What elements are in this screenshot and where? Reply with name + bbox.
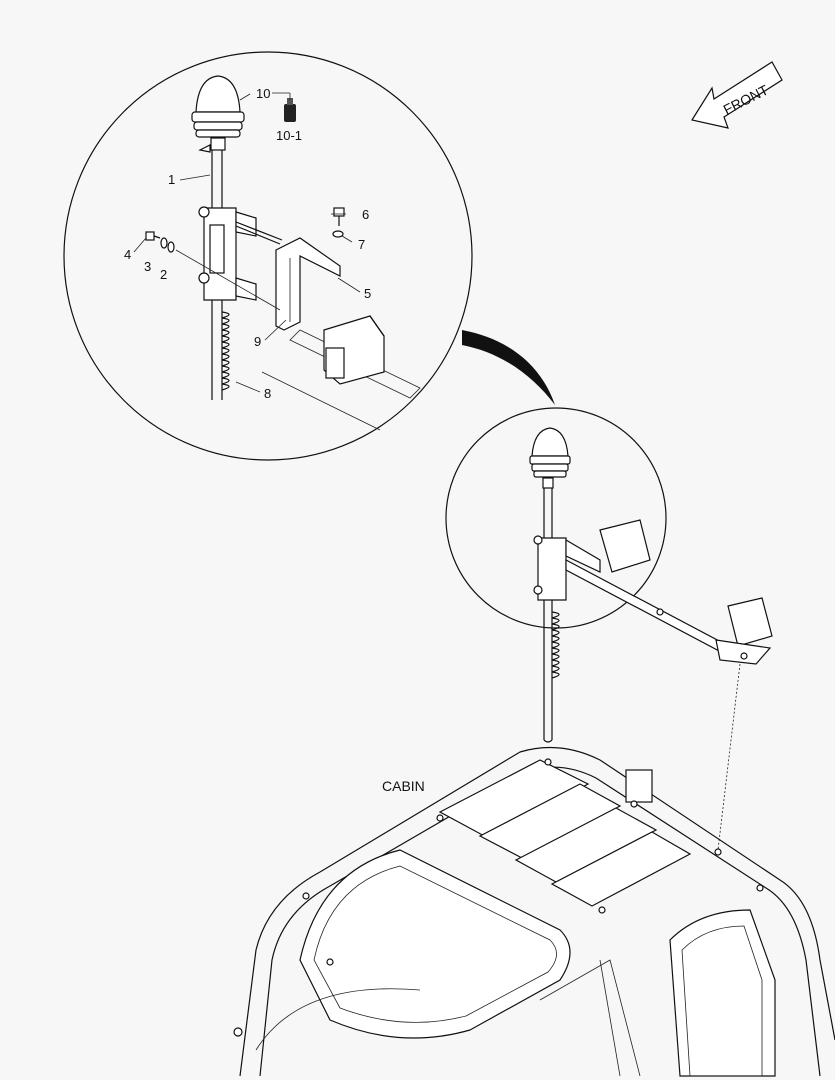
- callout-3: 3: [144, 259, 151, 274]
- overview-spring: [551, 611, 560, 679]
- l-bracket: [275, 237, 341, 331]
- callout-2: 2: [160, 267, 167, 282]
- callout-leaders: [133, 92, 361, 393]
- overview-leader: [717, 663, 741, 851]
- callout-9: 9: [254, 334, 261, 349]
- cabin-label: CABIN: [382, 778, 425, 794]
- washer-3: [160, 237, 168, 249]
- bulb-part: [284, 98, 296, 122]
- beacon-lamp-detail: [191, 75, 245, 153]
- callout-10: 10: [256, 86, 270, 101]
- callout-1: 1: [168, 172, 175, 187]
- overview-beacon: [529, 427, 571, 489]
- callout-6: 6: [362, 207, 369, 222]
- overview-lamp-bar: [565, 519, 773, 665]
- fastener-bolt-6: [333, 207, 345, 226]
- overview-bracket: [533, 535, 601, 601]
- detail-work-lamp: [261, 315, 421, 431]
- washer-2: [167, 241, 175, 253]
- detail-view-circle: [63, 51, 473, 461]
- overview-circle: [445, 407, 667, 629]
- cabin-roof: [233, 746, 835, 1077]
- washer-7: [332, 230, 344, 238]
- callout-5: 5: [364, 286, 371, 301]
- callout-10-1: 10-1: [276, 128, 302, 143]
- callout-4: 4: [124, 247, 131, 262]
- callout-8: 8: [264, 386, 271, 401]
- callout-7: 7: [358, 237, 365, 252]
- overview-pole: [543, 488, 553, 743]
- detail-pointer-arrow: [462, 330, 555, 405]
- mounting-bracket: [198, 206, 283, 301]
- coil-spring: [221, 311, 230, 391]
- front-direction-arrow: FRONT: [691, 61, 783, 129]
- screw-4: [145, 231, 161, 241]
